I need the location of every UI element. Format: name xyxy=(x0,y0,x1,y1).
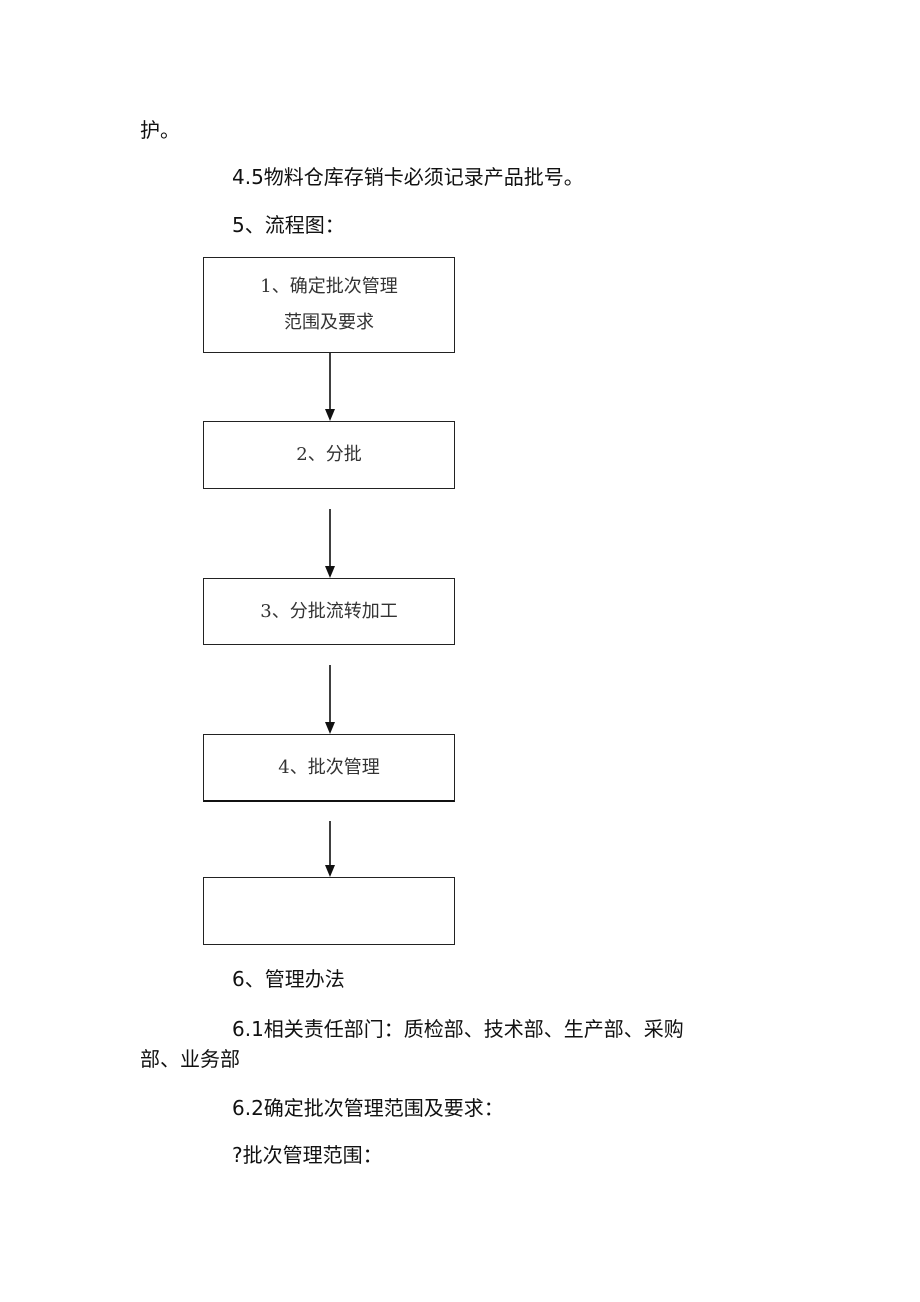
arrow-down-icon xyxy=(325,821,335,877)
paragraph-6-1-line1: 6.1相关责任部门：质检部、技术部、生产部、采购 xyxy=(232,1017,684,1041)
flow-step-label: 1、确定批次管理 范围及要求 xyxy=(260,276,398,333)
paragraph-scope: ?批次管理范围： xyxy=(232,1143,383,1167)
flow-arrow-1 xyxy=(323,353,337,421)
paragraph-continued: 护。 xyxy=(140,118,180,142)
arrow-down-icon xyxy=(325,665,335,734)
paragraph-4-5: 4.5物料仓库存销卡必须记录产品批号。 xyxy=(232,165,584,189)
paragraph-6-1-line2: 部、业务部 xyxy=(140,1047,240,1071)
flow-step-2: 2、分批 xyxy=(203,421,455,489)
flow-step-label: 3、分批流转加工 xyxy=(260,600,398,622)
flow-step-label: 2、分批 xyxy=(296,444,362,465)
flow-step-label: 4、批次管理 xyxy=(278,756,380,778)
paragraph-5-heading: 5、流程图： xyxy=(232,213,345,237)
flow-step-4: 4、批次管理 xyxy=(203,734,455,802)
flow-arrow-2 xyxy=(323,509,337,578)
flow-step-5-empty xyxy=(203,877,455,945)
flow-arrow-4 xyxy=(323,821,337,877)
arrow-down-icon xyxy=(325,353,335,421)
paragraph-6-2: 6.2确定批次管理范围及要求： xyxy=(232,1096,504,1120)
flow-step-3: 3、分批流转加工 xyxy=(203,578,455,645)
flow-arrow-3 xyxy=(323,665,337,734)
paragraph-6-heading: 6、管理办法 xyxy=(232,967,345,991)
arrow-down-icon xyxy=(325,509,335,578)
flow-step-1: 1、确定批次管理 范围及要求 xyxy=(203,257,455,353)
